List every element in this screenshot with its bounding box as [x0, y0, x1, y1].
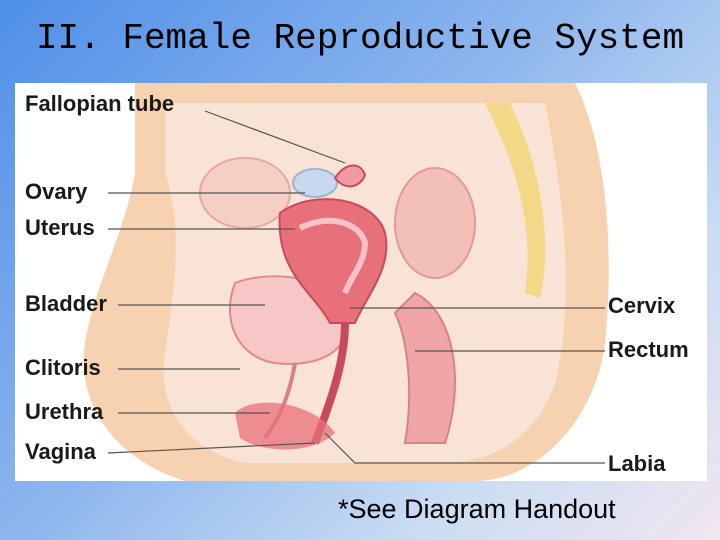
ovary-organ	[292, 168, 338, 198]
anatomy-diagram: Fallopian tube Ovary Uterus Bladder Clit…	[15, 83, 707, 481]
rectum-organ	[393, 291, 456, 444]
label-clitoris: Clitoris	[25, 355, 101, 380]
label-rectum: Rectum	[608, 337, 689, 362]
fallopian-tube-organ	[333, 164, 367, 188]
leader-vagina	[107, 442, 316, 454]
label-uterus: Uterus	[25, 215, 95, 240]
uterine-cavity	[298, 217, 369, 295]
label-labia: Labia	[608, 451, 666, 476]
label-ovary: Ovary	[25, 179, 88, 204]
leader-fallopian-tube	[204, 110, 346, 164]
label-urethra: Urethra	[25, 399, 104, 424]
label-cervix: Cervix	[608, 293, 676, 318]
sacrum	[485, 103, 546, 298]
leader-labia	[324, 432, 605, 464]
diagram-handout-note: *See Diagram Handout	[338, 494, 616, 524]
slide-title: II. Female Reproductive System	[35, 18, 685, 59]
intestine-loop	[394, 167, 476, 279]
anatomy-illustration	[83, 83, 609, 481]
label-fallopian-tube: Fallopian tube	[25, 91, 175, 116]
labia-organ	[235, 402, 335, 450]
label-bladder: Bladder	[25, 291, 107, 316]
label-vagina: Vagina	[25, 439, 96, 464]
